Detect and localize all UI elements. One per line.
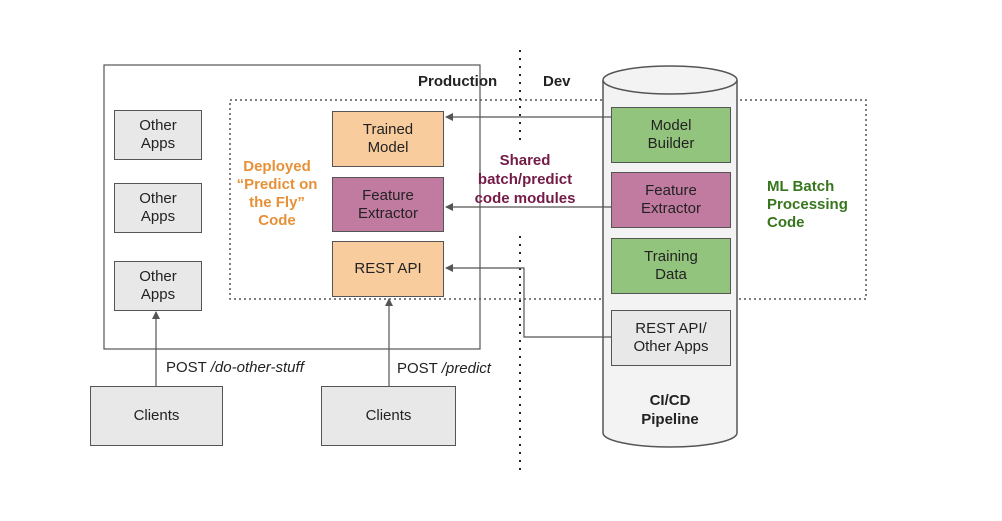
cicd-cylinder-top [602,65,738,95]
rest-api-other-apps-box: REST API/ Other Apps [611,310,731,366]
post-predict-label: POST /predict [397,360,491,377]
post-path: /do-other-stuff [210,359,304,376]
other-apps-box: Other Apps [114,183,202,233]
other-apps-box: Other Apps [114,261,202,311]
model-builder-box: Model Builder [611,107,731,163]
clients-box: Clients [90,386,223,446]
dev-label: Dev [543,73,571,90]
post-method: POST [166,359,207,376]
ml-batch-label: ML Batch Processing Code [767,178,848,231]
production-label: Production [418,73,498,90]
post-method: POST [397,360,438,377]
post-other-label: POST /do-other-stuff [166,359,304,376]
deployed-code-label: Deployed “Predict on the Fly” Code [236,158,318,229]
dotted-code-region [229,99,867,300]
trained-model-box: Trained Model [332,111,444,167]
other-apps-box: Other Apps [114,110,202,160]
training-data-box: Training Data [611,238,731,294]
post-path: /predict [441,360,491,377]
clients-box: Clients [321,386,456,446]
pipeline-feature-extractor-box: Feature Extractor [611,172,731,228]
arrow-rest-api-sync [445,264,611,338]
feature-extractor-box: Feature Extractor [332,177,444,232]
shared-modules-label: Shared batch/predict code modules [474,152,576,207]
cicd-pipeline-label: CI/CD Pipeline [641,392,699,428]
rest-api-box: REST API [332,241,444,297]
